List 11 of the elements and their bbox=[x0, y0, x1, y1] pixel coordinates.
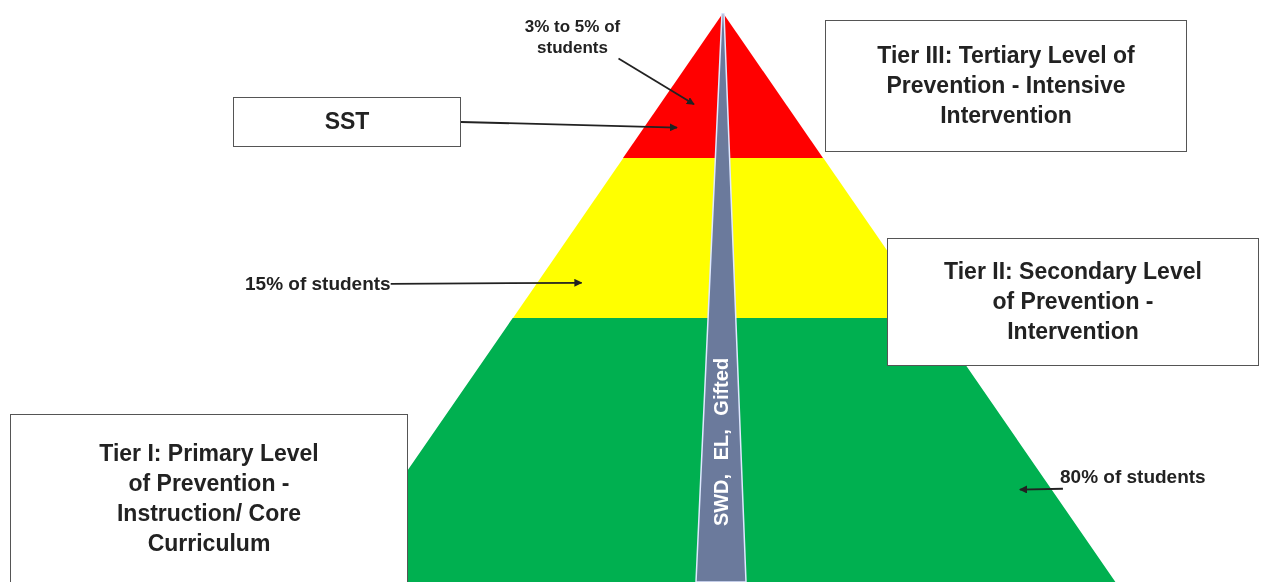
percentage-label: 80% of students bbox=[1060, 465, 1206, 489]
tier-label-box: SST bbox=[233, 97, 461, 147]
percentage-label: 3% to 5% of students bbox=[515, 16, 630, 59]
tier-label-box: Tier III: Tertiary Level of Prevention - Intensive Intervention bbox=[825, 20, 1187, 152]
strip-label: SWD, EL, Gifted bbox=[709, 357, 733, 527]
tier-label-box: Tier I: Primary Level of Prevention - Instruction/ Core Curriculum bbox=[10, 414, 408, 582]
tier-label-box: Tier II: Secondary Level of Prevention - Intervention bbox=[887, 238, 1259, 366]
percentage-label: 15% of students bbox=[245, 272, 391, 296]
arrow bbox=[460, 121, 678, 132]
arrow bbox=[389, 278, 583, 287]
arrow bbox=[617, 57, 695, 106]
